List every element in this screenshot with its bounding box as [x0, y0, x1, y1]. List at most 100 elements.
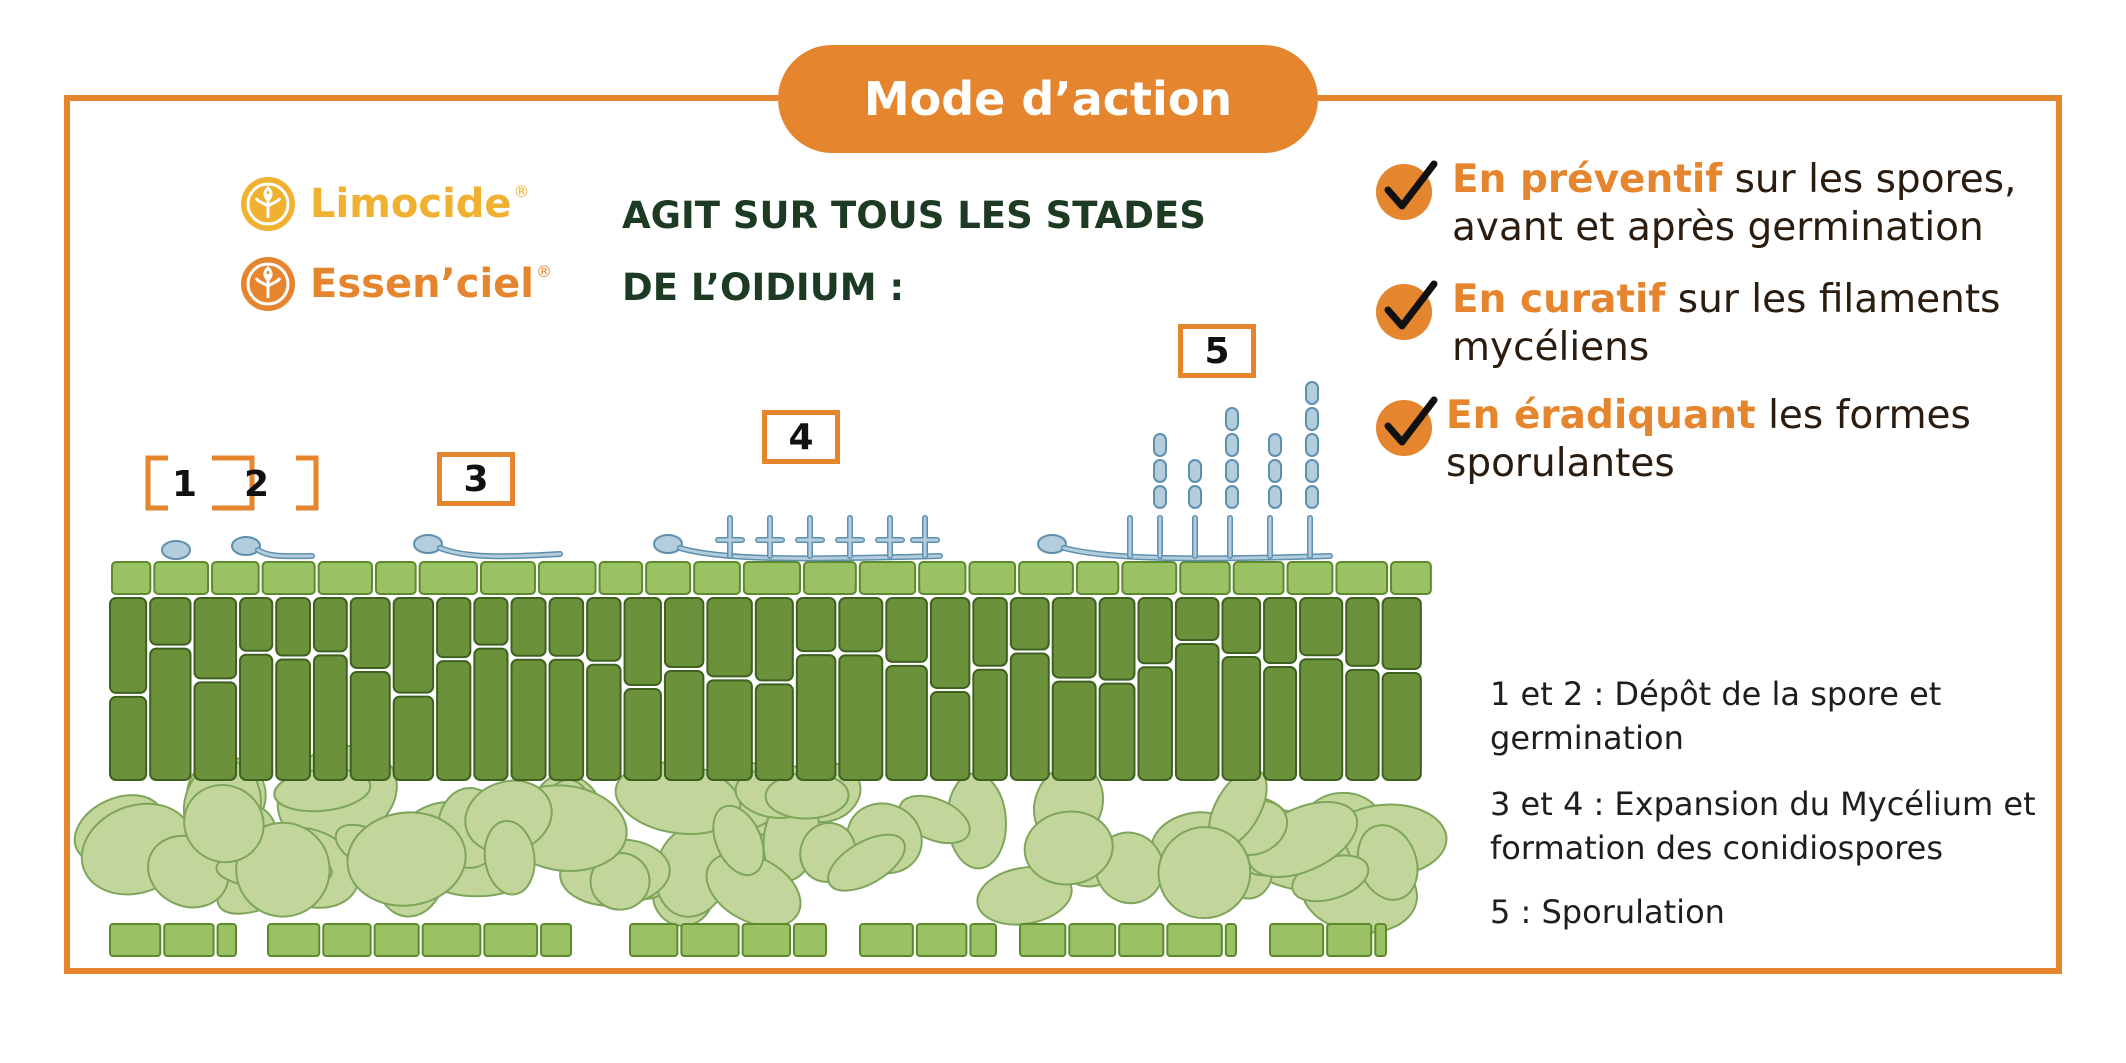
palisade-cell [275, 658, 311, 781]
palisade-cell [312, 654, 348, 781]
conidia [1153, 433, 1167, 457]
hypha [256, 548, 314, 558]
palisade-cell [473, 647, 509, 781]
palisade-cell [349, 670, 391, 781]
palisade-cell [193, 597, 238, 680]
palisade-cell [754, 597, 794, 682]
conidia [1225, 407, 1239, 431]
epidermis-cell [1075, 561, 1120, 595]
spongy-mesophyll [73, 745, 1448, 934]
spore [413, 534, 443, 554]
epidermis-cell [645, 561, 692, 595]
palisade-cell [586, 663, 622, 781]
conidia [1225, 485, 1239, 509]
conidia [1305, 459, 1319, 483]
palisade-cell [1098, 682, 1136, 782]
epidermis-cell [918, 561, 967, 595]
spore [653, 534, 683, 554]
brand-essenciel: Essen’ciel® [240, 256, 552, 312]
check-icon [1376, 160, 1438, 220]
lower-epidermis-cell [163, 923, 215, 957]
palisade-cell [510, 597, 547, 657]
conidia [1153, 485, 1167, 509]
check-icon [1376, 396, 1438, 456]
epidermis-cell [1232, 561, 1285, 595]
palisade-cell [109, 597, 148, 694]
palisade-cell [193, 681, 238, 781]
lower-epidermis-cell [1019, 923, 1067, 957]
palisade-cell [239, 653, 274, 781]
lower-epidermis-cell [1166, 923, 1223, 957]
palisade-cell [1345, 668, 1380, 781]
palisade-cell [754, 683, 794, 781]
palisade-cell [109, 695, 148, 781]
palisade-cell [838, 654, 884, 782]
palisade-cell [1221, 656, 1262, 781]
lower-epidermis [109, 923, 1388, 957]
page-title: Mode d’action [778, 45, 1318, 153]
palisade-cell [795, 654, 837, 781]
palisade-cell [1381, 597, 1422, 670]
lower-epidermis-cell [540, 923, 573, 957]
spongy-cell [235, 821, 331, 918]
fungal-structures [161, 381, 1333, 562]
stage-label-5: 5 [1178, 324, 1256, 378]
stage-label-3: 3 [437, 452, 515, 506]
epidermis-cell [418, 561, 478, 595]
palisade-cell [1051, 597, 1097, 679]
lower-epidermis-cell [373, 923, 420, 957]
upper-epidermis [111, 561, 1432, 595]
palisade-cell [1098, 597, 1136, 681]
spore [161, 540, 191, 560]
lower-epidermis-cell [629, 923, 679, 957]
check-item-preventif: En préventif sur les spores, avant et ap… [1374, 156, 2092, 252]
check-item-eradiquant: En éradiquant les formes sporulantes [1374, 392, 2086, 488]
epidermis-cell [693, 561, 741, 595]
lower-epidermis-cell [1068, 923, 1117, 957]
palisade-cell [239, 597, 274, 652]
spongy-cell [183, 784, 265, 864]
palisade-cell [1137, 666, 1173, 781]
palisade-cell [1009, 652, 1050, 782]
headline: AGIT SUR TOUS LES STADES DE L’OIDIUM : [622, 194, 1206, 309]
epidermis-cell [479, 561, 536, 595]
lower-epidermis-cell [859, 923, 914, 957]
palisade-cell [1263, 597, 1298, 665]
palisade-cell [149, 647, 192, 781]
brand-name: Essen’ciel [310, 261, 535, 307]
lower-epidermis-cell [322, 923, 372, 957]
epidermis-cell [968, 561, 1017, 595]
spongy-cell [705, 851, 802, 928]
epidermis-cell [1179, 561, 1231, 595]
palisade-cell [706, 597, 753, 678]
palisade-cell [349, 597, 391, 669]
palisade-cell [548, 597, 585, 657]
hypha [1062, 546, 1332, 560]
palisade-cell [392, 695, 435, 781]
lower-epidermis-cell [1374, 923, 1388, 957]
epidermis-cell [1390, 561, 1432, 595]
palisade-cell [885, 664, 928, 782]
palisade-cell [1174, 643, 1220, 782]
palisade-cell [1221, 597, 1262, 655]
palisade-cell [929, 597, 971, 689]
spongy-cell [1157, 826, 1252, 920]
hypha [756, 516, 784, 558]
palisade-cell [929, 690, 971, 782]
brand-name: Limocide [310, 181, 512, 227]
epidermis-cell [1335, 561, 1389, 595]
hypha [836, 516, 864, 558]
lower-epidermis-cell [1326, 923, 1373, 957]
spongy-cell [1023, 810, 1114, 886]
palisade-cell [885, 597, 928, 663]
conidia [1225, 433, 1239, 457]
palisade-cell [623, 688, 662, 781]
conidia [1305, 381, 1319, 405]
palisade-cell [972, 668, 1008, 781]
lower-epidermis-cell [421, 923, 482, 957]
legend-item: 5 : Sporulation [1490, 893, 1725, 931]
epidermis-cell [1018, 561, 1074, 595]
epidermis-cell [111, 561, 152, 595]
lower-epidermis-cell [969, 923, 998, 957]
epidermis-cell [261, 561, 316, 595]
